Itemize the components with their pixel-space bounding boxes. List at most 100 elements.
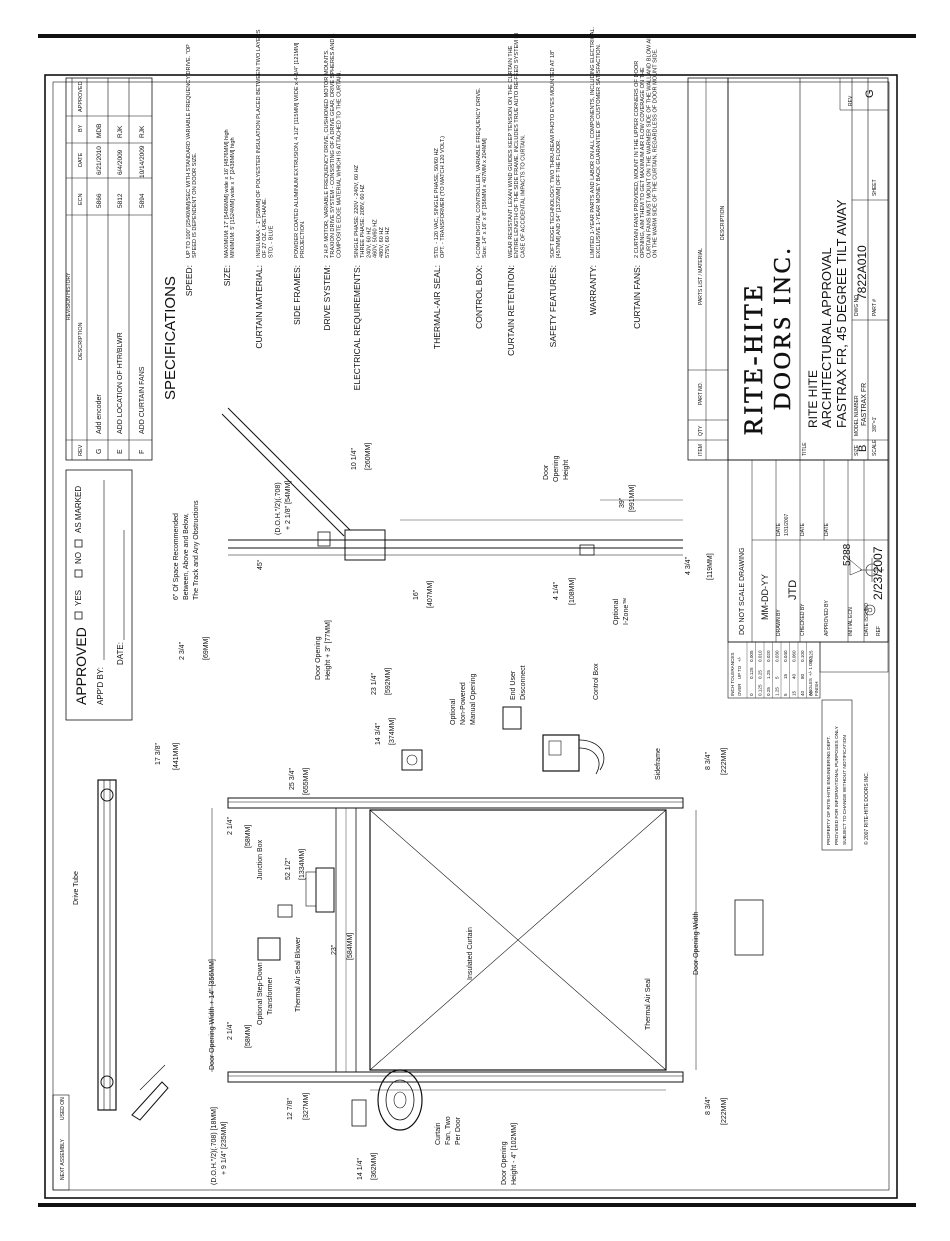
title-label: TITLE	[802, 442, 808, 456]
rev-row-1-rev: G	[96, 449, 103, 454]
rev-row-2-rev: E	[117, 449, 124, 454]
approved-label: APPROVED	[73, 627, 89, 705]
optional-manual-2: Non-Powered	[460, 682, 467, 725]
spec-line-6-1: SINGLE PHASE: 220V - 240V, 60 HZ	[354, 164, 360, 258]
spec-label-7: THERMAL-AIR SEAL:	[432, 265, 442, 349]
spec-line-4-1: POWDER COATED ALUMINUM EXTRUSION, 4 1/2"…	[294, 42, 300, 258]
rev-row-2-date: 6/4/2009	[117, 149, 124, 175]
tolerance-cell-6-3: 0.060	[792, 650, 797, 662]
door-opening-height-1: Door	[543, 464, 550, 480]
rev-row-2-by: RJK	[117, 125, 124, 138]
no-checkbox[interactable]	[74, 569, 83, 578]
spec-line-11-1: LIMITED 1-YEAR PARTS AND LABOR ON ALL CO…	[590, 26, 596, 258]
rev-header-rev: REV	[78, 444, 84, 456]
insulated-curtain-label: Insulated Curtain	[467, 927, 474, 980]
spec-line-4-2: PROJECTION.	[300, 220, 306, 258]
doh1b-label: + 2 1/8" [54MM]	[285, 481, 292, 530]
spec-line-6-2: THREE PHASE: 208V, 60 HZ	[360, 184, 366, 258]
model-label: MODEL NUMBER	[854, 395, 860, 436]
as-marked-checkbox[interactable]	[74, 539, 83, 548]
title-line-3: FASTRAX FR, 45 DEGREE TILT AWAY	[834, 199, 849, 428]
spec-line-6-3: 240V, 60 HZ	[366, 227, 372, 258]
tolerance-title: INCH TOLERANCES	[730, 653, 735, 696]
as-marked-label: AS MARKED	[74, 486, 83, 533]
tolerance-cell-4-2: 5	[775, 676, 780, 679]
tolerance-cell-3-2: 1.25	[766, 670, 771, 679]
junction-box	[277, 904, 293, 918]
finish-label: FINISH	[814, 682, 819, 696]
control-box	[542, 734, 580, 772]
tolerance-cell-3-3: 0.020	[766, 650, 771, 662]
drive-tube-housing	[97, 779, 117, 1111]
initial-ecn-value: 5288	[842, 543, 853, 566]
sideframe-bottom	[227, 1071, 684, 1083]
spec-line-3-3: STD. - BLUE	[268, 225, 274, 258]
control-box-label: Control Box	[593, 663, 600, 700]
dim-2-1-4-b: 2 1/4"	[227, 1021, 234, 1040]
dim-1334: [1334MM]	[299, 849, 306, 880]
curtain-fan-1: Curtain	[435, 1122, 442, 1145]
dim-10-1-4: 10 1/4"	[351, 448, 358, 470]
spec-line-5-1: 2 H.P. MOTOR, VARIABLE FREQUENCY DRIVE, …	[324, 49, 330, 258]
dim-2-3-4-a: 2 3/4"	[179, 641, 186, 660]
sideframe-top	[227, 797, 684, 809]
top-rule	[38, 34, 916, 38]
spec-line-6-4: 460V, 50/60 HZ	[373, 219, 379, 258]
spec-line-12-1: 2 CURTAIN FANS PROVIDED, MOUNT IN THE UP…	[634, 61, 640, 258]
yes-checkbox[interactable]	[74, 611, 83, 620]
doh1-label: (D.O.H."/2)(.708)	[275, 482, 282, 535]
dim-407: [407MM]	[427, 581, 434, 608]
doh2-label: (D.O.H."/2)(.708) [18MM]	[211, 1107, 218, 1185]
spec-line-12-3: CURTAIN FANS MUST MOUNT ON THE WARMER SI…	[646, 34, 652, 258]
obstruction-note-2: Between, Above and Below,	[183, 513, 190, 600]
spec-line-10-2: [457MM] AND 54" [1372MM] OFF THE FLOOR.	[556, 139, 562, 258]
finish-block	[819, 558, 889, 673]
tolerance-cell-7-2: 80	[800, 673, 805, 679]
spec-label-3: CURTAIN MATERIAL:	[254, 265, 264, 349]
projection-circle-2	[864, 604, 876, 616]
next-assembly-box	[52, 1094, 70, 1191]
parts-header-description: DESCRIPTION	[720, 205, 726, 240]
no-label: NO	[74, 552, 83, 564]
date-label-3: DATE	[824, 522, 830, 536]
dim-69mm: [69MM]	[203, 637, 210, 660]
yes-label: YES	[74, 590, 83, 606]
spec-line-7-1: STD. - 120 VAC, SINGLE PHASE, 50/60 HZ	[434, 147, 440, 258]
thermal-air-seal-blower	[315, 867, 335, 913]
property-note-line-2: PROVIDED FOR INFORMATIONAL PURPOSES ONLY	[834, 725, 840, 845]
dim-119: [119MM]	[707, 553, 714, 580]
tolerance-cell-5-1: 5	[783, 693, 788, 696]
side-motor	[344, 529, 386, 561]
optional-manual-3: Manual Opening	[470, 674, 477, 725]
sheet-label: SHEET	[872, 179, 878, 196]
annotations: 6" Of Space Recommended Between, Above a…	[73, 443, 728, 1185]
rev-value: G	[864, 89, 876, 98]
rev-row-1-ecn: 5866	[96, 193, 103, 208]
tolerance-cell-2-1: 0.125	[758, 684, 763, 696]
tolerance-cell-1-3: 0.005	[749, 650, 754, 662]
rev-header-date: DATE	[78, 152, 84, 167]
optional-transformer-2: Transformer	[267, 976, 274, 1015]
property-note: PROPERTY OF RITE-HITE ENGINEERING DEPT. …	[821, 699, 870, 851]
angle-45-label: 45°	[256, 559, 264, 570]
spec-line-1-1: UP TO 100" [2540MM]/SEC WITH STANDARD VA…	[186, 44, 192, 258]
tolerance-cell-7-1: 40	[800, 690, 805, 696]
door-opening-width-label: Door Opening Width	[693, 911, 700, 975]
appd-by-label: APP'D BY:	[96, 667, 105, 705]
spec-line-6-5: 480V, 60 HZ	[379, 227, 385, 258]
spec-line-9-2: ENTIRE LENGTH OF THE SIDE FRAME. INCLUDE…	[514, 33, 520, 258]
dim-8-3-4-a: 8 3/4"	[705, 751, 712, 770]
spec-line-10-1: SOFT EDGE TECHNOLOGY. TWO THRU-BEAM PHOT…	[550, 50, 556, 258]
drawn-by-value: JTD	[787, 580, 799, 600]
dim-16: 16"	[413, 589, 420, 600]
tolerance-cell-2-2: 0.25	[758, 670, 763, 679]
sideframe-label: Sideframe	[655, 748, 662, 780]
dim-362: [362MM]	[371, 1153, 378, 1180]
spec-line-9-3: CASE OF ACCIDENTAL IMPACTS TO CURTAIN.	[520, 134, 526, 258]
rev-header-by: BY	[78, 124, 84, 132]
rev-row-3-ecn: 5894	[139, 193, 146, 208]
date-label-1: DATE	[776, 522, 782, 536]
dim-23: 23"	[331, 944, 338, 955]
scale-label: SCALE	[872, 439, 878, 456]
spec-line-3-1: INSULMAX - 1" [25MM] OF POLYESTER INSULA…	[256, 29, 262, 258]
